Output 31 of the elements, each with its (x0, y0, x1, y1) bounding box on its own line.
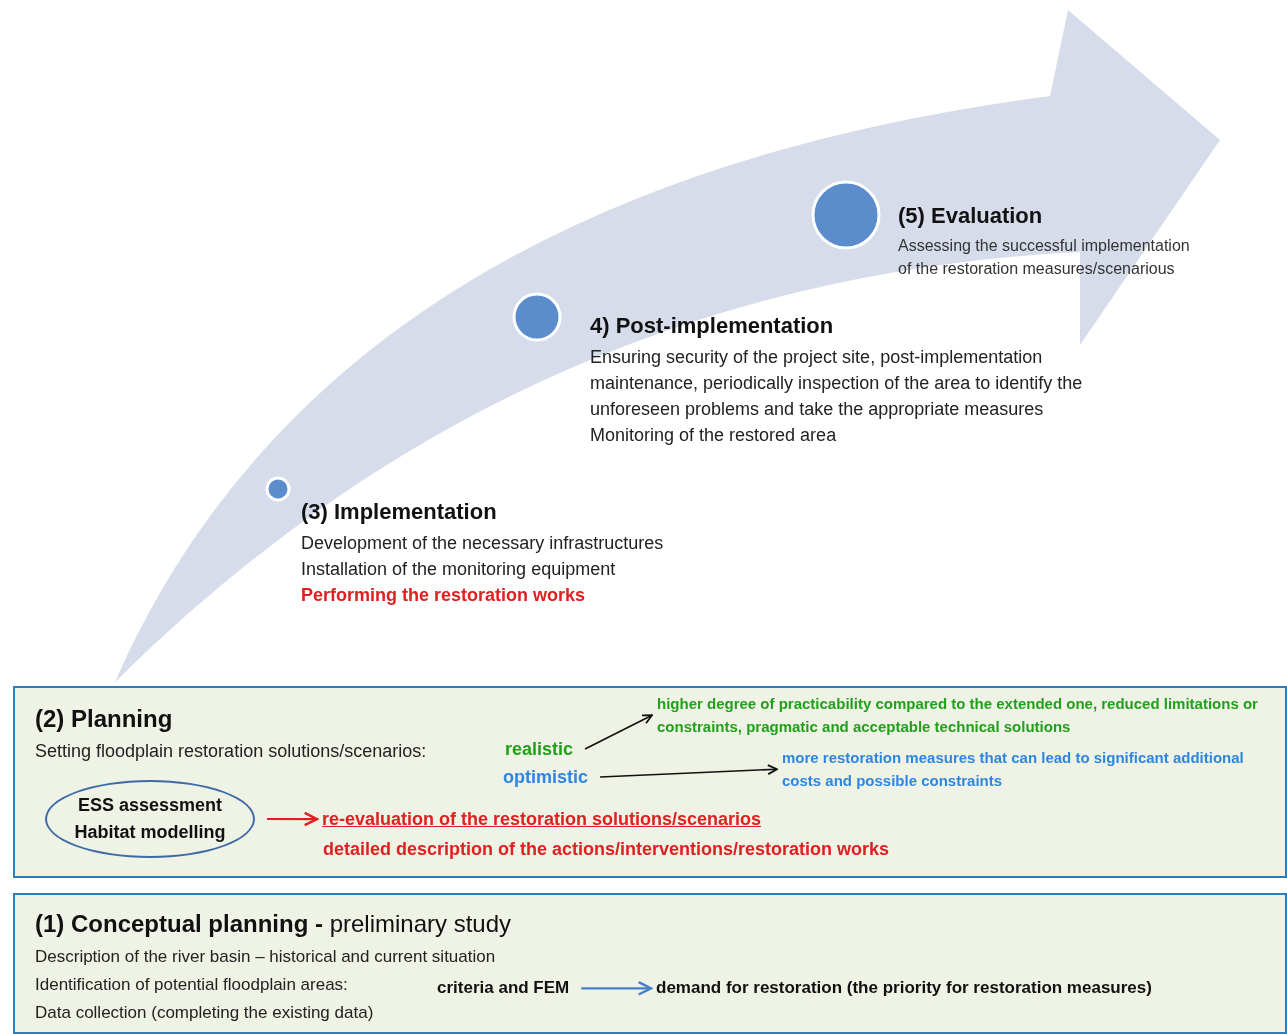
stage-description: Performing the restoration works (301, 584, 587, 607)
method-ellipse (45, 780, 255, 858)
body-text: Data collection (completing the existing data) (35, 1002, 374, 1024)
note-text: detailed description of the actions/interventions/restoration works (323, 838, 890, 861)
annotation-text: demand for restoration (the priority for restoration measures) (656, 977, 1152, 999)
stage-description: Monitoring of the restored area (590, 424, 838, 447)
annotation-text: more restoration measures that can lead to significant additional costs and possible constraints (782, 748, 1245, 792)
stage-description: Ensuring security of the project site, post-implementation maintenance, periodically inspection of the area to identify the unforeseen problems and take the appropriate measures (590, 346, 1084, 422)
stage-heading: 4) Post-implementation (590, 312, 835, 340)
stage-heading: (3) Implementation (301, 498, 498, 526)
body-text: Identification of potential floodplain areas: (35, 974, 348, 996)
arrow (584, 714, 653, 750)
stage-heading: (5) Evaluation (898, 202, 1044, 230)
stage-description: Development of the necessary infrastructures (301, 532, 665, 555)
ellipse-text: ESS assessment Habitat modelling (73, 794, 227, 844)
stage-description: Installation of the monitoring equipment (301, 558, 617, 581)
panel-heading: (1) Conceptual planning - preliminary study (35, 909, 512, 939)
annotation-text: higher degree of practicability compared to the extended one, reduced limitations or constraints, pragmatic and acceptable technical solutions (657, 694, 1259, 738)
scenario-label: realistic (505, 738, 574, 761)
arrow (267, 811, 319, 827)
panel-heading: (2) Planning (35, 704, 173, 734)
underlined-text: re-evaluation of the restoration solutions/scenarios (322, 808, 762, 831)
conceptual-planning-panel (13, 893, 1287, 1034)
arrow (599, 764, 778, 778)
body-text: Description of the river basin – historical and current situation (35, 946, 496, 968)
stage-description: Assessing the successful implementation of the restoration measures/scenarious (898, 236, 1191, 280)
body-text: Setting floodplain restoration solutions/scenarios: (35, 740, 427, 763)
annotation-text: criteria and FEM (437, 977, 570, 999)
scenario-label: optimistic (503, 766, 588, 789)
arrow (581, 980, 653, 996)
planning-panel (13, 686, 1287, 878)
